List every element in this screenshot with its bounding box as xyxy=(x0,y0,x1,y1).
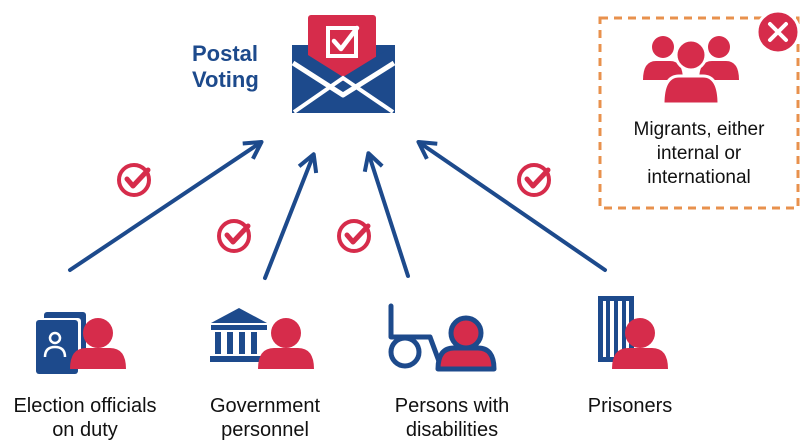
government-building-person-icon xyxy=(210,308,314,369)
envelope-ballot-icon xyxy=(291,15,396,114)
title-line-1: Postal xyxy=(192,41,259,66)
group-of-people-icon xyxy=(643,36,739,106)
prison-door-person-icon xyxy=(598,296,668,369)
x-circle-icon xyxy=(755,9,801,55)
label-prisoners: Prisoners xyxy=(587,395,673,417)
arrow-government-personnel xyxy=(263,152,319,280)
id-card-person-icon xyxy=(36,312,126,374)
arrow-prisoners xyxy=(416,139,607,272)
label-persons-with-disabilities: Persons with disabilities xyxy=(394,395,510,442)
label-government-personnel: Government personnel xyxy=(209,395,321,442)
label-election-officials: Election officials on duty xyxy=(13,395,157,442)
check-circle-icon xyxy=(219,221,249,251)
check-circle-icon xyxy=(519,165,549,195)
check-circle-icon xyxy=(339,221,369,251)
arrows xyxy=(68,139,607,280)
arrow-persons-with-disabilities xyxy=(362,151,410,278)
diagram-title: Postal Voting xyxy=(192,41,259,94)
excluded-box xyxy=(598,16,800,210)
arrow-election-officials xyxy=(68,139,264,272)
check-circle-icon xyxy=(119,165,149,195)
wheelchair-person-icon xyxy=(388,303,494,369)
title-line-2: Voting xyxy=(192,67,259,93)
excluded-label: Migrants, either internal or internation… xyxy=(633,119,765,189)
